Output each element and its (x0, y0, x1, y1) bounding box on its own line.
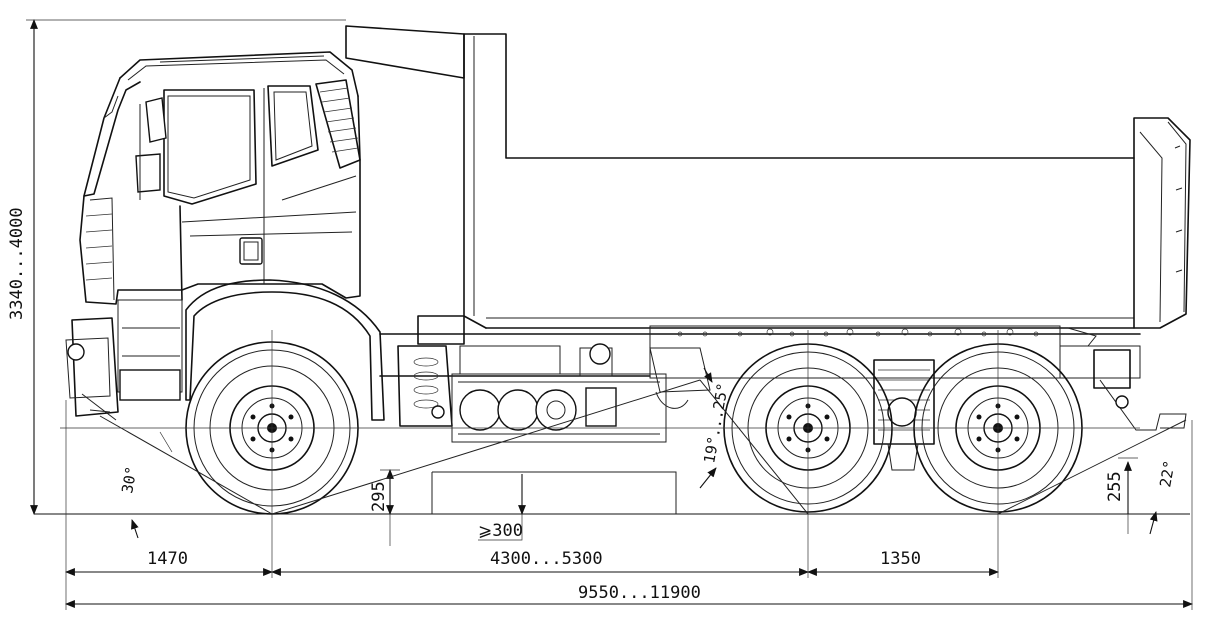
rear-axle-spacing-label: 1350 (880, 549, 921, 569)
approach-angle-label: 30° (118, 465, 140, 495)
front-fender (185, 279, 385, 421)
departure-angle-label: 22° (1156, 459, 1178, 489)
wheel-bolts (250, 403, 1020, 453)
axle-centerlines (60, 330, 1140, 578)
min-gap-label: ⩾300 (478, 521, 523, 541)
wheelbase-label: 4300...5300 (490, 549, 603, 569)
chassis (379, 315, 1187, 471)
dump-body (345, 25, 1191, 329)
cab (65, 51, 361, 421)
overall-height-label: 3340...4000 (7, 207, 27, 320)
front-clearance-label: 295 (369, 481, 389, 512)
dimension-lines (26, 19, 1193, 610)
front-overhang-label: 1470 (147, 549, 188, 569)
overall-length-label: 9550...11900 (578, 583, 701, 603)
rear-clearance-label: 255 (1105, 471, 1125, 502)
